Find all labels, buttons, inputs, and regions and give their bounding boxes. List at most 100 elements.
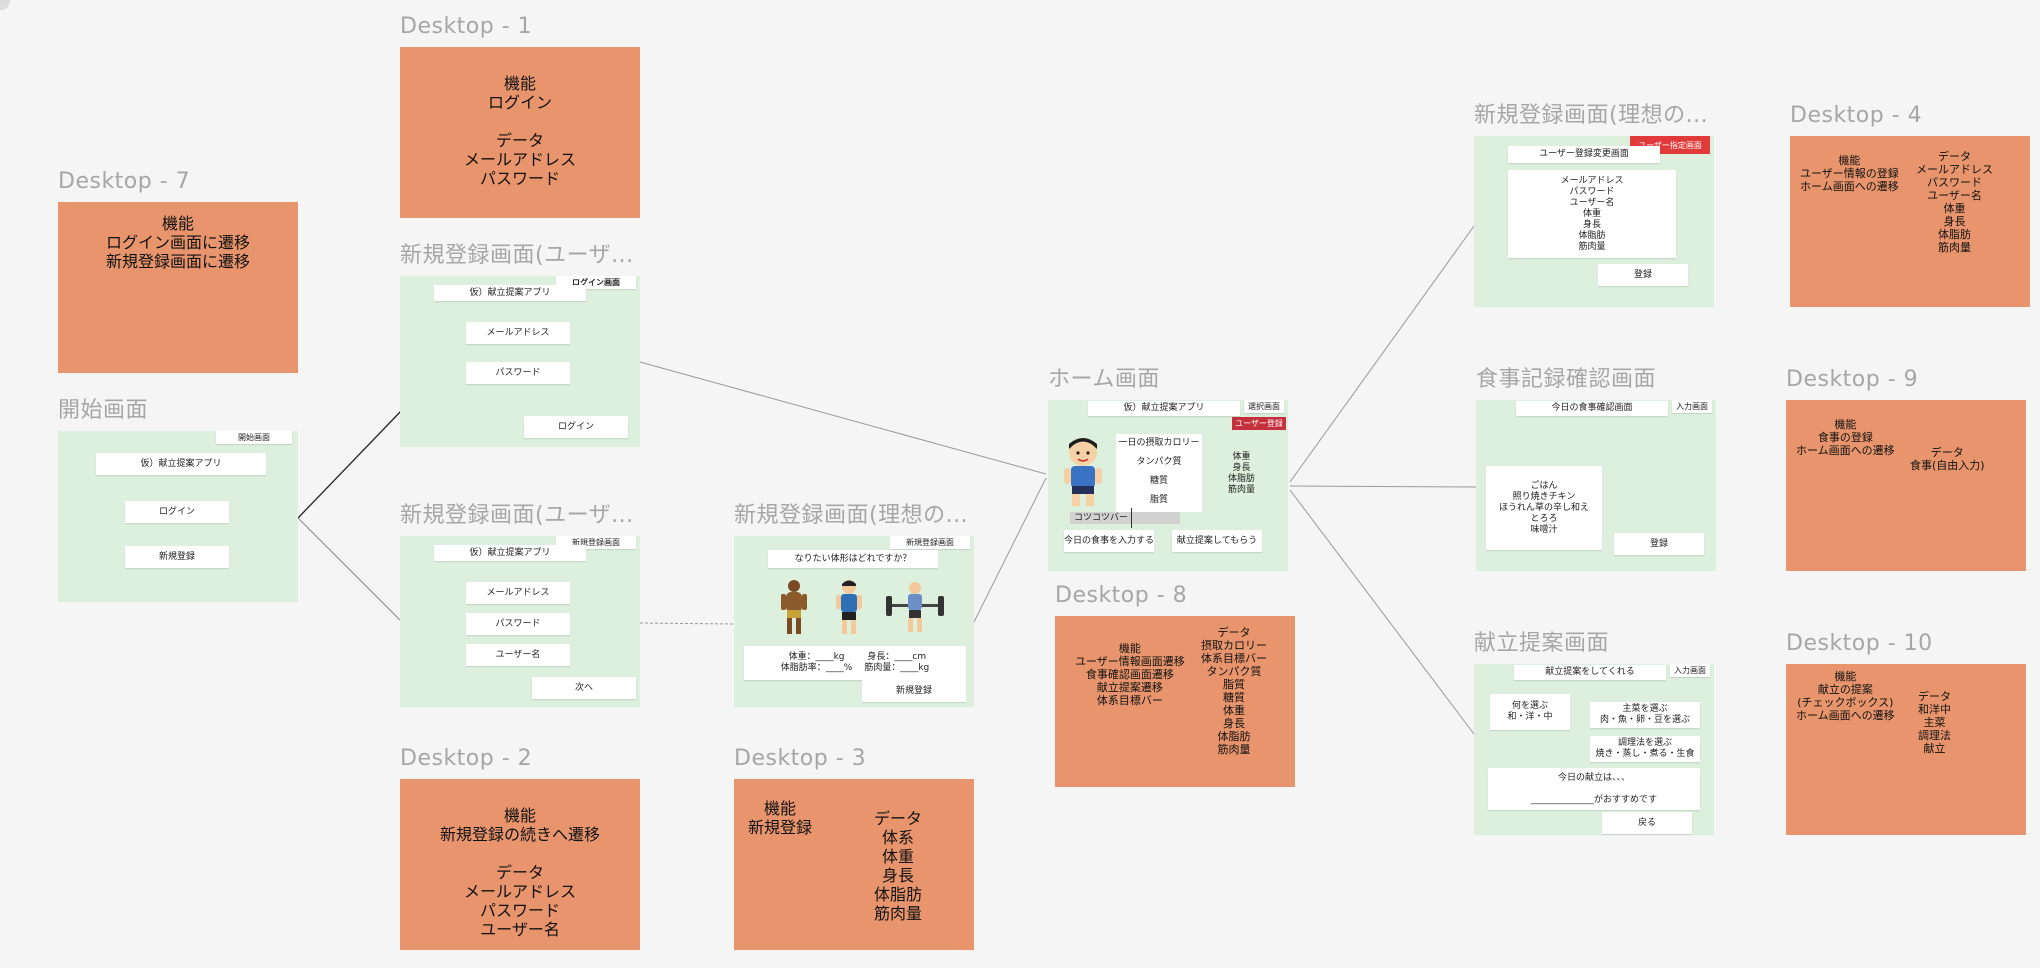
weight-fat-inputs[interactable]: 体重：____kg 体脂肪率：____% — [780, 652, 853, 673]
password-field[interactable]: パスワード — [466, 362, 570, 384]
frame-title-profile[interactable]: 新規登録画面(理想の... — [1474, 103, 1709, 128]
note-desktop-8[interactable]: 機能 ユーザー情報画面遷移 食事確認画面遷移 献立提案遷移 体系目標バー データ… — [1055, 616, 1295, 787]
note-desktop-9[interactable]: 機能 食事の登録 ホーム画面への遷移 データ 食事(自由入力) — [1786, 400, 2026, 571]
frame-home-screen[interactable]: 選択画面 ユーザー登録 仮）献立提案アプリ 一日の摂取カロリー タンパク質 糖質… — [1048, 400, 1288, 571]
height-muscle-inputs[interactable]: 身長：____cm 筋肉量：____kg — [864, 652, 930, 673]
frame-meal-record-screen[interactable]: 入力画面 今日の食事確認画面 ごはん 照り焼きチキン ほうれん草の辛し和え とろ… — [1476, 400, 1716, 571]
screen-header: 献立提案をしてくれる — [1514, 665, 1666, 680]
user-avatar-icon — [1064, 438, 1102, 506]
canvas-corner-handle — [0, 0, 10, 10]
frame-title-reg2[interactable]: 新規登録画面(理想の... — [734, 503, 969, 528]
screen-tag: 開始画面 — [216, 431, 292, 444]
progress-label: コツコツバー — [1074, 512, 1129, 523]
wire-reg1-reg2 — [639, 622, 735, 625]
note-text: 機能 ログイン データ メールアドレス パスワード — [463, 74, 576, 188]
frame-title-reg1[interactable]: 新規登録画面(ユーザ... — [400, 503, 634, 528]
email-field[interactable]: メールアドレス — [466, 322, 570, 344]
note-data-text: データ 体系 体重 身長 体脂肪 筋肉量 — [874, 809, 923, 923]
screen-tag: 入力画面 — [1672, 400, 1712, 413]
wire-start-reg1 — [297, 517, 401, 621]
progress-bar: コツコツバー — [1070, 512, 1180, 524]
frame-register-user-screen[interactable]: 新規登録画面 仮）献立提案アプリ メールアドレス パスワード ユーザー名 次へ — [400, 536, 640, 707]
app-title: 仮）献立提案アプリ — [96, 453, 266, 475]
frame-login-screen[interactable]: ログイン画面 仮）献立提案アプリ メールアドレス パスワード ログイン — [400, 276, 640, 447]
user-registration-badge[interactable]: ユーザー登録 — [1232, 417, 1286, 430]
cooking-method-select[interactable]: 調理法を選ぶ 焼き・蒸し・煮る・生食 — [1590, 736, 1700, 762]
password-field[interactable]: パスワード — [466, 613, 570, 635]
login-button[interactable]: ログイン — [524, 416, 628, 438]
note-desktop-4[interactable]: 機能 ユーザー情報の登録 ホーム画面への遷移 データ メールアドレス パスワード… — [1790, 136, 2030, 307]
frame-title-desktop-9[interactable]: Desktop - 9 — [1786, 367, 1919, 392]
frame-title-meal[interactable]: 食事記録確認画面 — [1476, 367, 1657, 392]
frame-ideal-body-screen[interactable]: 新規登録画面 なりたい体形はどれですか？ 体重：____kg 体脂肪率：____… — [734, 536, 974, 707]
note-func-text: 機能 ユーザー情報の登録 ホーム画面への遷移 — [1800, 154, 1899, 193]
wire-start-login — [297, 409, 403, 519]
screen-header: 今日の食事確認画面 — [1516, 401, 1668, 416]
main-dish-select[interactable]: 主菜を選ぶ 肉・魚・卵・豆を選ぶ — [1590, 702, 1700, 728]
frame-title-home[interactable]: ホーム画面 — [1048, 367, 1160, 392]
frame-title-desktop-4[interactable]: Desktop - 4 — [1790, 103, 1923, 128]
note-func-text: 機能 新規登録 — [748, 799, 813, 837]
note-desktop-7[interactable]: 機能 ログイン画面に遷移 新規登録画面に遷移 — [58, 202, 298, 373]
nutrient-panel — [1116, 434, 1202, 512]
input-meal-button[interactable]: 今日の食事を入力する — [1064, 530, 1154, 552]
cuisine-select[interactable]: 何を選ぶ 和・洋・中 — [1490, 694, 1570, 730]
note-func-text: 機能 ユーザー情報画面遷移 食事確認画面遷移 献立提案遷移 体系目標バー — [1075, 642, 1185, 707]
note-data-text: データ 和洋中 主菜 調理法 献立 — [1918, 690, 1951, 755]
frame-menu-suggest-screen[interactable]: 入力画面 献立提案をしてくれる 何を選ぶ 和・洋・中 主菜を選ぶ 肉・魚・卵・豆… — [1474, 664, 1714, 835]
fat-label: 脂質 — [1149, 495, 1168, 505]
frame-profile-edit-screen[interactable]: ユーザー指定画面 ユーザー登録変更画面 メールアドレス パスワード ユーザー名 … — [1474, 136, 1714, 307]
note-desktop-2[interactable]: 機能 新規登録の続きへ遷移 データ メールアドレス パスワード ユーザー名 — [400, 779, 640, 950]
signup-button[interactable]: 新規登録 — [125, 546, 229, 568]
frame-title-desktop-7[interactable]: Desktop - 7 — [58, 169, 191, 194]
profile-fields-panel[interactable]: メールアドレス パスワード ユーザー名 体重 身長 体脂肪 筋肉量 — [1508, 170, 1676, 258]
login-button[interactable]: ログイン — [125, 501, 229, 523]
register-button[interactable]: 登録 — [1598, 264, 1688, 286]
note-desktop-3[interactable]: 機能 新規登録 データ 体系 体重 身長 体脂肪 筋肉量 — [734, 779, 974, 950]
frame-title-start[interactable]: 開始画面 — [58, 398, 149, 423]
frame-title-desktop-1[interactable]: Desktop - 1 — [400, 14, 533, 39]
weightlifter-figure-option[interactable] — [884, 580, 946, 634]
suggest-menu-button[interactable]: 献立提案してもらう — [1172, 530, 1262, 552]
note-text: 機能 新規登録の続きへ遷移 データ メールアドレス パスワード ユーザー名 — [439, 806, 600, 939]
note-data-text: データ メールアドレス パスワード ユーザー名 体重 身長 体脂肪 筋肉量 — [1916, 150, 1993, 254]
protein-label: タンパク質 — [1136, 457, 1182, 467]
frame-title-desktop-3[interactable]: Desktop - 3 — [734, 746, 867, 771]
wire-reg2-home — [973, 477, 1047, 623]
username-field[interactable]: ユーザー名 — [466, 644, 570, 666]
wire-home-meal — [1289, 485, 1477, 488]
note-desktop-10[interactable]: 機能 献立の提案 (チェックボックス) ホーム画面への遷移 データ 和洋中 主菜… — [1786, 664, 2026, 835]
body-type-question: なりたい体形はどれですか？ — [768, 550, 938, 568]
frame-title-desktop-10[interactable]: Desktop - 10 — [1786, 631, 1933, 656]
toned-figure-option[interactable] — [834, 578, 864, 636]
register-button[interactable]: 新規登録 — [862, 680, 966, 702]
meal-log-panel[interactable]: ごはん 照り焼きチキン ほうれん草の辛し和え とろろ 味噌汁 — [1486, 466, 1602, 550]
frame-title-login[interactable]: 新規登録画面(ユーザ... — [400, 243, 634, 268]
register-button[interactable]: 登録 — [1614, 533, 1704, 555]
wire-home-menu — [1289, 489, 1475, 735]
body-stats-list: 体重 身長 体脂肪 筋肉量 — [1228, 452, 1256, 495]
app-title: 仮）献立提案アプリ — [1088, 401, 1240, 416]
app-title: 仮）献立提案アプリ — [434, 285, 586, 301]
progress-marker — [1130, 508, 1132, 528]
note-func-text: 機能 献立の提案 (チェックボックス) ホーム画面への遷移 — [1796, 670, 1895, 722]
next-button[interactable]: 次へ — [532, 677, 636, 699]
note-data-text: データ 摂取カロリー 体系目標バー タンパク質 脂質 糖質 体重 身長 体脂肪 … — [1201, 626, 1267, 756]
wire-home-profile — [1289, 225, 1475, 483]
body-metrics-form[interactable]: 体重：____kg 体脂肪率：____% 身長：____cm 筋肉量：____k… — [744, 646, 966, 680]
email-field[interactable]: メールアドレス — [466, 582, 570, 604]
wire-login-home — [639, 361, 1047, 475]
frame-title-desktop-2[interactable]: Desktop - 2 — [400, 746, 533, 771]
screen-tag: 入力画面 — [1670, 664, 1710, 677]
frame-start-screen[interactable]: 開始画面 仮）献立提案アプリ ログイン 新規登録 — [58, 431, 298, 602]
screen-tag: 選択画面 — [1244, 400, 1284, 413]
calories-label: 一日の摂取カロリー — [1118, 438, 1200, 448]
frame-title-menu[interactable]: 献立提案画面 — [1474, 631, 1610, 656]
app-title: 仮）献立提案アプリ — [434, 545, 586, 561]
frame-title-desktop-8[interactable]: Desktop - 8 — [1055, 583, 1188, 608]
muscular-figure-option[interactable] — [780, 578, 808, 636]
note-desktop-1[interactable]: 機能 ログイン データ メールアドレス パスワード — [400, 47, 640, 218]
back-button[interactable]: 戻る — [1602, 812, 1692, 834]
